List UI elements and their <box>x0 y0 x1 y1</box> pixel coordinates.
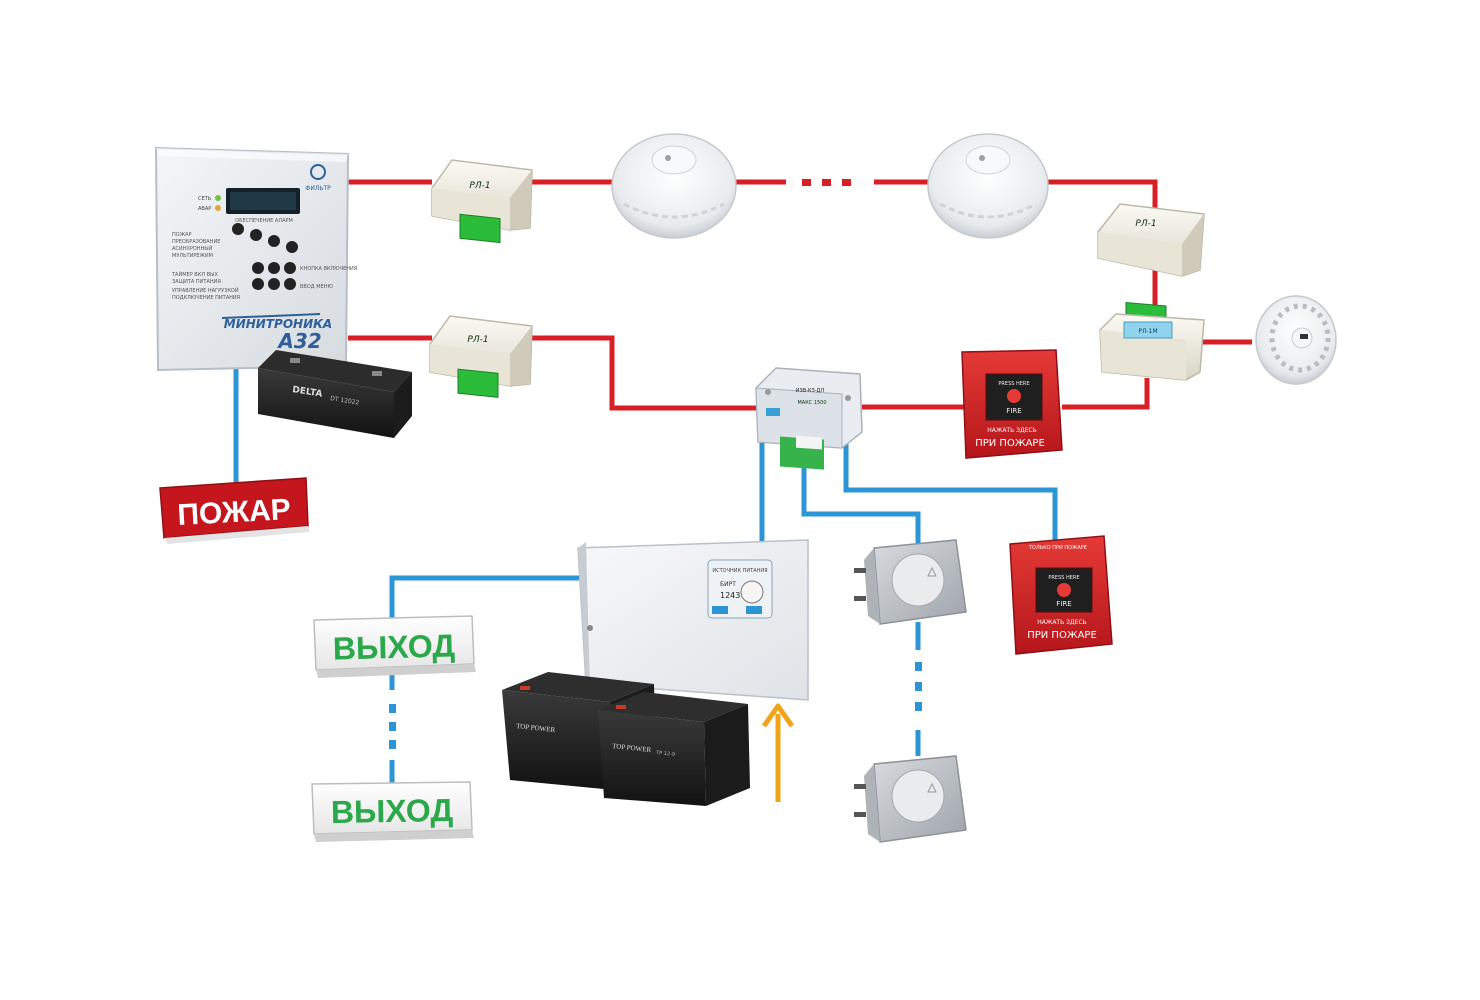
fire-loop-wiring <box>348 179 1252 411</box>
call-point-text: ПРИ ПОЖАРЕ <box>975 438 1045 449</box>
battery-model: TP 12-9 <box>655 750 676 758</box>
manual-call-point-1: PRESS HERE FIRE НАЖАТЬ ЗДЕСЬ ПРИ ПОЖАРЕ <box>961 349 1063 459</box>
panel-button[interactable] <box>286 241 298 253</box>
call-point-text: PRESS HERE <box>998 381 1029 387</box>
fire-sign: ПОЖАР <box>159 477 310 544</box>
psu-model: 1243 <box>720 591 740 600</box>
relay-module-rl1-right: РЛ-1 <box>1097 203 1205 329</box>
press-button-icon[interactable] <box>1057 583 1071 597</box>
brand-logo-icon <box>310 164 326 180</box>
relay-module-rl1-middle: РЛ-1 <box>429 315 533 398</box>
lcd-screen <box>230 192 296 210</box>
keypad-button[interactable] <box>284 278 296 290</box>
panel-caption: АСИНХРОННЫЙ <box>172 245 213 252</box>
backup-battery-2: TOP POWER TP 12-9 <box>598 692 750 806</box>
indicator-led <box>215 195 221 201</box>
backup-battery-small: DELTA DT 12022 <box>258 350 412 438</box>
exit-sign-top: ВЫХОД <box>313 615 476 678</box>
panel-brand: МИНИТРОНИКА <box>224 317 332 331</box>
call-point-text: PRESS HERE <box>1048 575 1079 581</box>
panel-caption: УПРАВЛЕНИЕ НАГРУЗКОЙ <box>172 287 239 294</box>
battery-model: DT 12022 <box>330 395 360 407</box>
indicator-label: СЕТЬ <box>198 196 212 202</box>
indicator-label: АВАР <box>198 206 211 212</box>
call-point-text: FIRE <box>1056 600 1071 608</box>
power-input-arrow <box>761 703 795 802</box>
junction-label: ИЗВ-КЗ-ДЛ <box>796 388 825 394</box>
manual-call-point-2: ТОЛЬКО ПРИ ПОЖАРЕ PRESS HERE FIRE НАЖАТЬ… <box>1009 535 1113 655</box>
press-button-icon[interactable] <box>1007 389 1021 403</box>
keypad-button[interactable] <box>252 262 264 274</box>
control-panel-minitronika-a32: ФИЛЬТР СЕТЬ АВАР ОБЕСПЕЧЕНИЕ АЛАРМ ПОЖАР… <box>154 146 357 372</box>
smoke-detector-1 <box>611 133 737 239</box>
panel-caption: ТАЙМЕР ВКЛ ВЫХ <box>171 271 218 278</box>
heat-detector <box>1255 295 1337 385</box>
module-label: РЛ-1 <box>469 181 490 191</box>
panel-caption: ЗАЩИТА ПИТАНИЯ <box>172 279 221 285</box>
sounder-1 <box>854 539 967 625</box>
keypad-button[interactable] <box>268 278 280 290</box>
signal-wiring <box>233 368 1058 790</box>
psu-caption: ИСТОЧНИК ПИТАНИЯ <box>712 568 767 574</box>
sounder-2 <box>854 755 967 843</box>
display-caption: ОБЕСПЕЧЕНИЕ АЛАРМ <box>235 218 293 224</box>
panel-keypad <box>232 223 298 290</box>
keypad-button[interactable] <box>284 262 296 274</box>
relay-module-rl1-top: РЛ-1 <box>431 159 533 244</box>
call-point-text: НАЖАТЬ ЗДЕСЬ <box>1037 619 1087 626</box>
wiring-continuation-dots <box>389 662 922 749</box>
indicator-led <box>215 205 221 211</box>
psu-brand: БИРТ <box>720 581 736 588</box>
relay-module-lower-right: РЛ-1М <box>1099 313 1205 381</box>
module-label: РЛ-1М <box>1138 328 1157 335</box>
module-label: РЛ-1 <box>1135 219 1156 229</box>
panel-button[interactable] <box>268 235 280 247</box>
panel-caption: ПОЖАР <box>172 232 192 238</box>
call-point-text: FIRE <box>1006 407 1021 415</box>
panel-caption: МУЛЬТИРЕЖИМ <box>172 253 213 259</box>
junction-label: МАКС 1500 <box>797 400 826 406</box>
module-label: РЛ-1 <box>467 335 488 345</box>
loop-continuation-dots <box>802 179 851 186</box>
panel-button[interactable] <box>232 223 244 235</box>
fire-sign-text: ПОЖАР <box>177 493 292 532</box>
keypad-button[interactable] <box>268 262 280 274</box>
battery-brand: DELTA <box>292 385 323 400</box>
panel-caption: КНОПКА ВКЛЮЧЕНИЯ <box>300 266 357 272</box>
brand-logo-text: ФИЛЬТР <box>305 185 331 192</box>
psu-module <box>707 559 773 619</box>
junction-box: ИЗВ-КЗ-ДЛ МАКС 1500 <box>755 367 863 470</box>
panel-model: А32 <box>276 329 321 353</box>
panel-caption: ПРЕОБРАЗОВАНИЕ <box>172 239 220 245</box>
exit-sign-text: ВЫХОД <box>331 792 454 830</box>
smoke-detector-2 <box>927 133 1049 239</box>
panel-caption: ВВОД МЕНЮ <box>300 284 334 290</box>
call-point-text: НАЖАТЬ ЗДЕСЬ <box>987 427 1037 434</box>
exit-sign-text: ВЫХОД <box>332 627 455 666</box>
keypad-button[interactable] <box>252 278 264 290</box>
panel-button[interactable] <box>250 229 262 241</box>
call-point-text: ТОЛЬКО ПРИ ПОЖАРЕ <box>1028 545 1087 551</box>
power-supply-unit: ИСТОЧНИК ПИТАНИЯ БИРТ 1243 <box>577 539 809 701</box>
exit-sign-bottom: ВЫХОД <box>311 781 474 842</box>
call-point-text: ПРИ ПОЖАРЕ <box>1027 630 1097 641</box>
panel-caption: ПОДКЛЮЧЕНИЕ ПИТАНИЯ <box>172 295 240 301</box>
